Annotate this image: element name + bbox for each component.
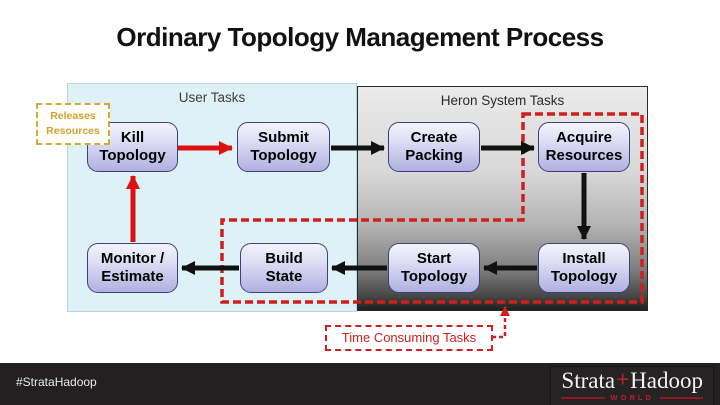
node-kill-topology: Kill Topology	[87, 122, 178, 172]
heron-system-tasks-region-label: Heron System Tasks	[440, 93, 565, 108]
time-consuming-tasks-label: Time Consuming Tasks	[325, 325, 493, 351]
node-label: Topology	[400, 268, 468, 285]
callout-text: Resources	[46, 125, 100, 137]
node-create-packing: Create Packing	[388, 122, 480, 172]
node-label: Estimate	[101, 268, 164, 285]
node-install-topology: Install Topology	[538, 243, 630, 293]
node-label: Monitor /	[100, 249, 165, 267]
node-label: Kill	[120, 128, 145, 146]
time-consuming-callout-connector	[492, 306, 510, 339]
callout-text: Releases	[50, 109, 96, 122]
node-label: Install	[562, 249, 606, 267]
footer-bar: #StrataHadoop Strata+Hadoop WORLD	[0, 363, 720, 405]
node-label: Start	[416, 249, 452, 267]
node-label: Packing	[405, 147, 463, 164]
releases-resources-callout: Releases Resources	[36, 103, 110, 145]
user-tasks-region-label: User Tasks	[178, 90, 246, 105]
hashtag-text: #StrataHadoop	[16, 375, 97, 389]
node-label: Topology	[99, 147, 166, 164]
logo-hadoop-text: Hadoop	[630, 368, 703, 393]
logo-world-row: WORLD	[561, 393, 704, 403]
node-start-topology: Start Topology	[388, 243, 480, 293]
node-label: Resources	[545, 147, 623, 164]
logo-strata-text: Strata	[561, 368, 616, 393]
node-label: Acquire	[556, 128, 612, 146]
strata-hadoop-logo: Strata+Hadoop WORLD	[550, 366, 714, 405]
node-label: State	[265, 268, 303, 285]
logo-plus-icon: +	[616, 367, 630, 392]
node-monitor-estimate: Monitor / Estimate	[87, 243, 178, 293]
node-acquire-resources: Acquire Resources	[538, 122, 630, 172]
node-submit-topology: Submit Topology	[237, 122, 330, 172]
node-label: Create	[410, 128, 458, 146]
time-consuming-dashed-outline	[220, 112, 644, 304]
node-build-state: Build State	[240, 243, 328, 293]
logo-rule-left	[561, 396, 605, 399]
logo-rule-right	[659, 396, 704, 399]
logo-wordmark: Strata+Hadoop	[561, 367, 703, 393]
logo-world-text: WORLD	[610, 393, 654, 403]
node-label: Submit	[258, 128, 309, 146]
node-label: Build	[265, 249, 303, 267]
node-label: Topology	[550, 268, 618, 285]
slide-title: Ordinary Topology Management Process	[116, 22, 604, 52]
node-label: Topology	[250, 147, 317, 164]
